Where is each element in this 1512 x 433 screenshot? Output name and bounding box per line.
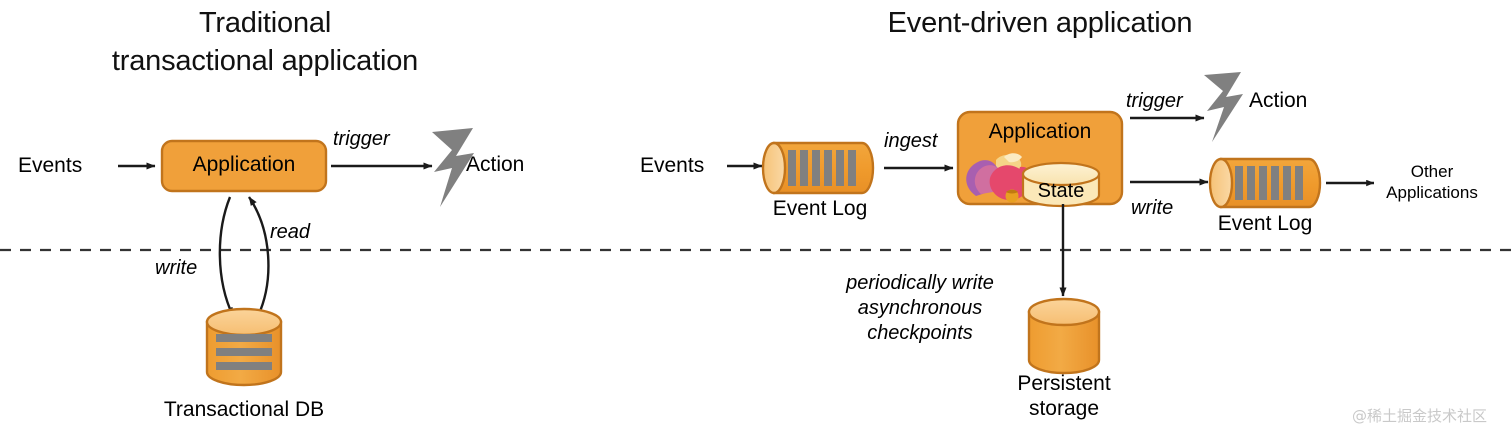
arrow-write-left xyxy=(218,196,235,317)
application-box-label-left: Application xyxy=(192,153,296,176)
right-panel-title: Event-driven application xyxy=(887,7,1193,39)
state-store-cylinder xyxy=(1021,161,1101,208)
persistent-storage-label: Persistent storage xyxy=(1017,372,1111,420)
watermark: @稀土掘金技术社区 xyxy=(1352,407,1488,425)
read-label-left: read xyxy=(270,221,311,243)
events-label-right: Events xyxy=(640,154,705,177)
action-label-left: Action xyxy=(466,153,525,176)
trigger-label-left: trigger xyxy=(333,128,390,150)
write-label-left: write xyxy=(155,257,198,279)
lightning-bolt-icon-left xyxy=(432,128,474,207)
state-store-label: State xyxy=(1037,180,1085,202)
action-label-right: Action xyxy=(1249,89,1308,112)
lightning-bolt-icon-right xyxy=(1204,72,1243,142)
left-panel-title: Traditional transactional application xyxy=(111,7,419,77)
application-box-left xyxy=(160,139,328,193)
ingest-label: ingest xyxy=(884,130,938,152)
persistent-storage-cylinder xyxy=(1027,297,1101,375)
other-applications-label: Other Applications xyxy=(1386,162,1478,202)
transactional-db-cylinder xyxy=(205,307,283,387)
transactional-db-label: Transactional DB xyxy=(163,398,325,421)
arrow-read-left xyxy=(248,196,270,317)
event-log-out-label: Event Log xyxy=(1217,212,1313,235)
write-label-right: write xyxy=(1131,197,1174,219)
event-log-in-label: Event Log xyxy=(772,197,868,220)
checkpoint-note-label: periodically write asynchronous checkpoi… xyxy=(846,272,994,344)
flink-squirrel-logo-icon xyxy=(966,153,1034,203)
event-log-out-cylinder xyxy=(1208,157,1322,209)
event-log-in-cylinder xyxy=(761,141,875,195)
trigger-label-right: trigger xyxy=(1126,90,1183,112)
application-box-label-right: Application xyxy=(988,120,1092,143)
events-label-left: Events xyxy=(18,154,83,177)
